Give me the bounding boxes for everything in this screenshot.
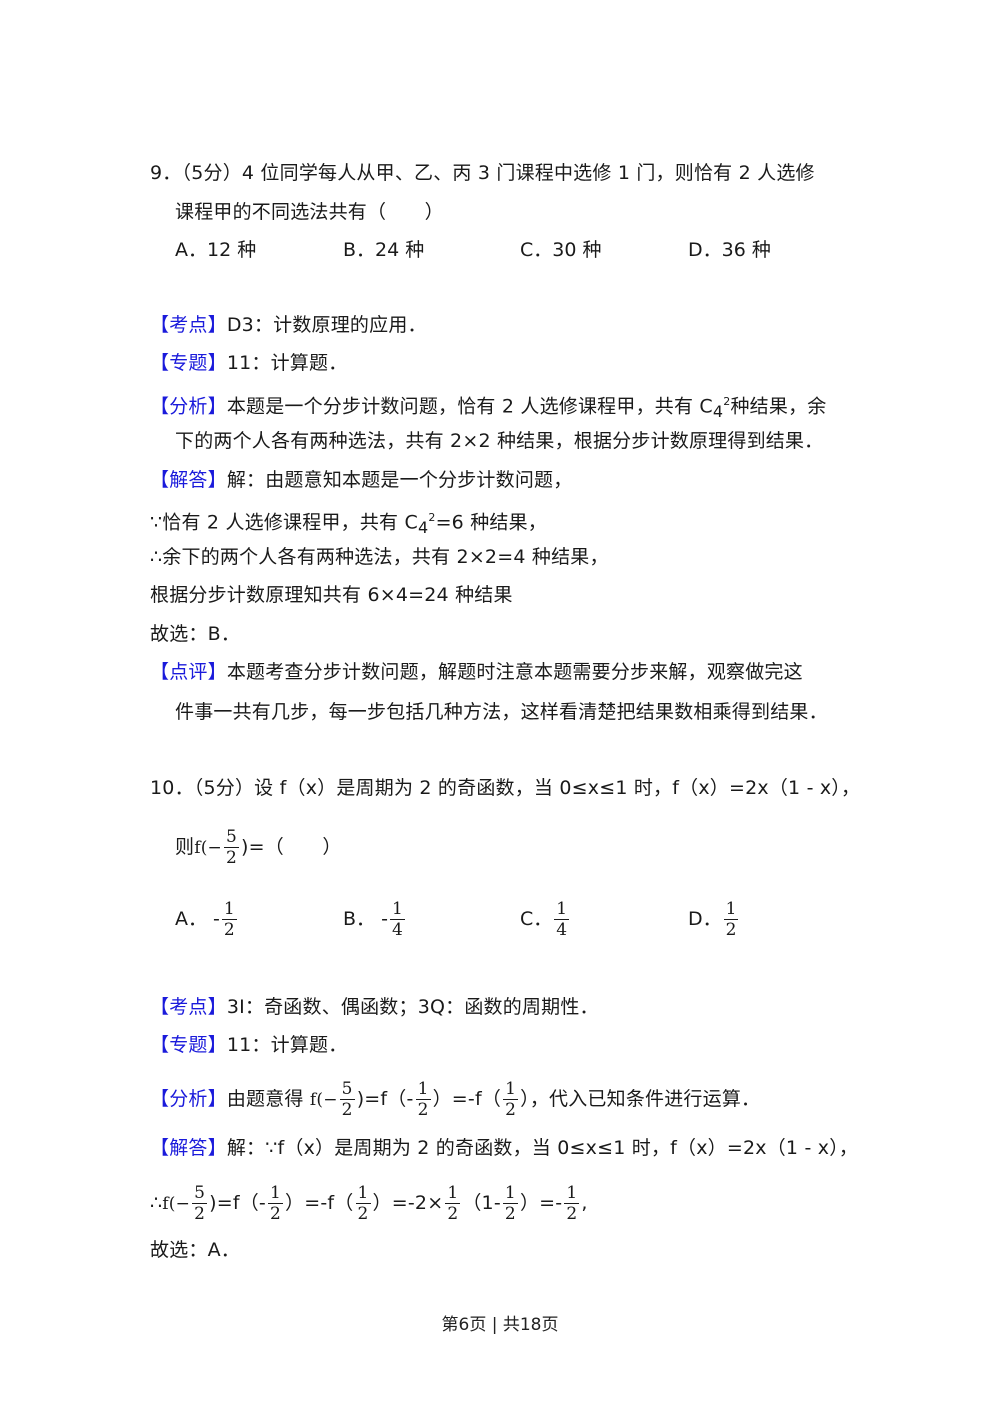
q9-option-c: C．30 种: [520, 239, 602, 261]
q9-kaodian: 【考点】D3：计数原理的应用．: [150, 314, 427, 336]
q9-answer: 故选：B．: [150, 623, 241, 645]
fenxi-label: 【分析】: [150, 395, 227, 418]
q9-jieda-line3: ∴余下的两个人各有两种选法，共有 2×2=4 种结果，: [150, 546, 609, 568]
zhuanti-label: 【专题】: [150, 352, 227, 374]
kaodian-label: 【考点】: [150, 996, 227, 1018]
q9-jieda-line1: 【解答】解：由题意知本题是一个分步计数问题，: [150, 469, 573, 491]
q9-option-a: A．12 种: [175, 239, 257, 261]
q10-score: （5分）: [193, 777, 255, 799]
jieda-label: 【解答】: [150, 469, 227, 491]
kaodian-label: 【考点】: [150, 314, 227, 336]
fenxi-label: 【分析】: [150, 1088, 227, 1110]
q9-score: （5分）: [181, 162, 242, 184]
q9-number: 9．: [150, 162, 182, 184]
q9-fenxi-line2: 下的两个人各有两种选法，共有 2×2 种结果，根据分步计数原理得到结果．: [175, 430, 824, 452]
q9-jieda-line2: ∵恰有 2 人选修课程甲，共有 C42=6 种结果，: [150, 511, 548, 538]
q9-fenxi-line1: 【分析】本题是一个分步计数问题，恰有 2 人选修课程甲，共有 C42种结果，余: [150, 395, 827, 422]
q10-kaodian: 【考点】3I：奇函数、偶函数；3Q：函数的周期性．: [150, 996, 599, 1018]
q9-stem: 4 位同学每人从甲、乙、丙 3 门课程中选修 1 门，则恰有 2 人选修: [241, 162, 815, 184]
q9-dianping-line2: 件事一共有几步，每一步包括几种方法，这样看清楚把结果数相乘得到结果．: [175, 701, 828, 723]
q9-stem-line1: 9．（5分）4 位同学每人从甲、乙、丙 3 门课程中选修 1 门，则恰有 2 人…: [150, 161, 815, 185]
q9-stem-line2: 课程甲的不同选法共有（ ）: [175, 201, 444, 223]
zhuanti-label: 【专题】: [150, 1034, 227, 1056]
dianping-label: 【点评】: [150, 661, 227, 683]
q9-option-d: D．36 种: [688, 239, 771, 261]
q9-dianping-line1: 【点评】本题考查分步计数问题，解题时注意本题需要分步来解，观察做完这: [150, 661, 803, 683]
q10-stem-line1: 10．（5分）设 f（x）是周期为 2 的奇函数，当 0≤x≤1 时，f（x）=…: [150, 777, 861, 799]
q10-jieda-line1: 【解答】解：∵f（x）是周期为 2 的奇函数，当 0≤x≤1 时，f（x）=2x…: [150, 1137, 859, 1159]
q9-zhuanti: 【专题】11：计算题．: [150, 352, 348, 374]
jieda-label: 【解答】: [150, 1137, 227, 1159]
q9-option-b: B．24 种: [343, 239, 425, 261]
q10-number: 10．: [150, 777, 194, 799]
q10-zhuanti: 【专题】11：计算题．: [150, 1034, 348, 1056]
q10-answer: 故选：A．: [150, 1239, 240, 1261]
page-footer: 第6页 | 共18页: [441, 1315, 559, 1335]
q9-jieda-line4: 根据分步计数原理知共有 6×4=24 种结果: [150, 584, 513, 606]
